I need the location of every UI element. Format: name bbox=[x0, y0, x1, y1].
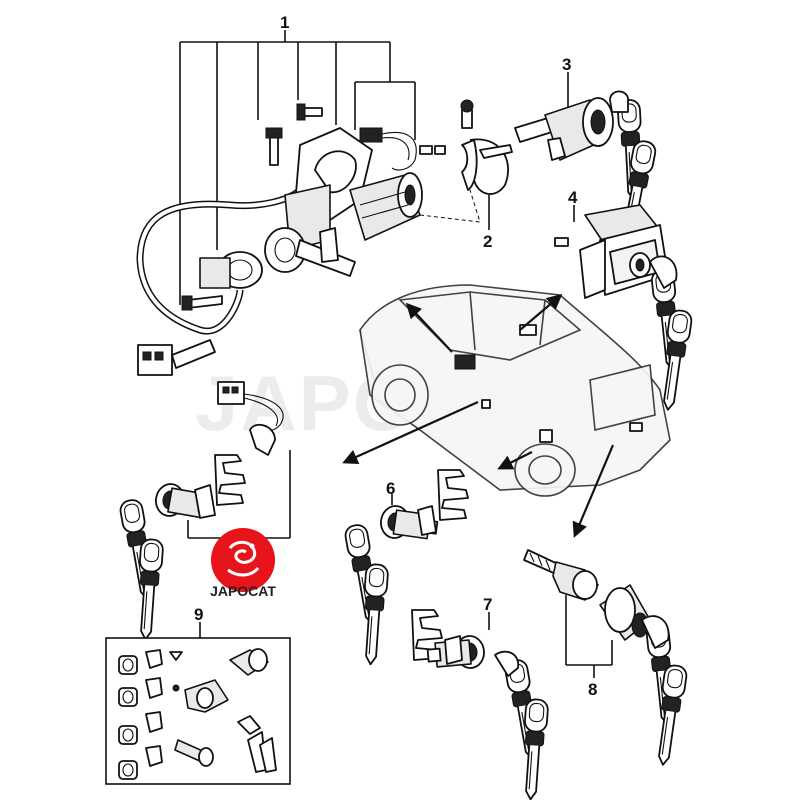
location-arrows bbox=[342, 294, 615, 538]
callout-2: 2 bbox=[483, 232, 492, 251]
part-4-glovebox-lock bbox=[554, 204, 694, 412]
part-7-rear-cylinder bbox=[411, 609, 552, 800]
callout-4: 4 bbox=[568, 188, 578, 207]
ignition-switch-assembly bbox=[136, 103, 481, 376]
callout-6: 6 bbox=[386, 479, 395, 498]
part-9-lock-kit bbox=[105, 622, 291, 785]
part-2-bracket bbox=[460, 99, 513, 230]
callout-1-leaders bbox=[179, 30, 416, 305]
part-8-tailgate-lock bbox=[523, 549, 689, 767]
callout-8: 8 bbox=[588, 680, 597, 699]
japocat-logo: JAPOCAT bbox=[210, 528, 276, 599]
callout-7: 7 bbox=[483, 595, 492, 614]
part-3-door-cylinder bbox=[514, 72, 661, 243]
part-6-door-cylinder bbox=[344, 469, 469, 666]
vehicle-outline bbox=[359, 284, 671, 497]
logo-text: JAPOCAT bbox=[210, 583, 276, 599]
callout-3: 3 bbox=[562, 55, 571, 74]
callout-9: 9 bbox=[194, 605, 203, 624]
callout-1: 1 bbox=[280, 13, 289, 32]
left-door-lock-group bbox=[119, 381, 291, 641]
